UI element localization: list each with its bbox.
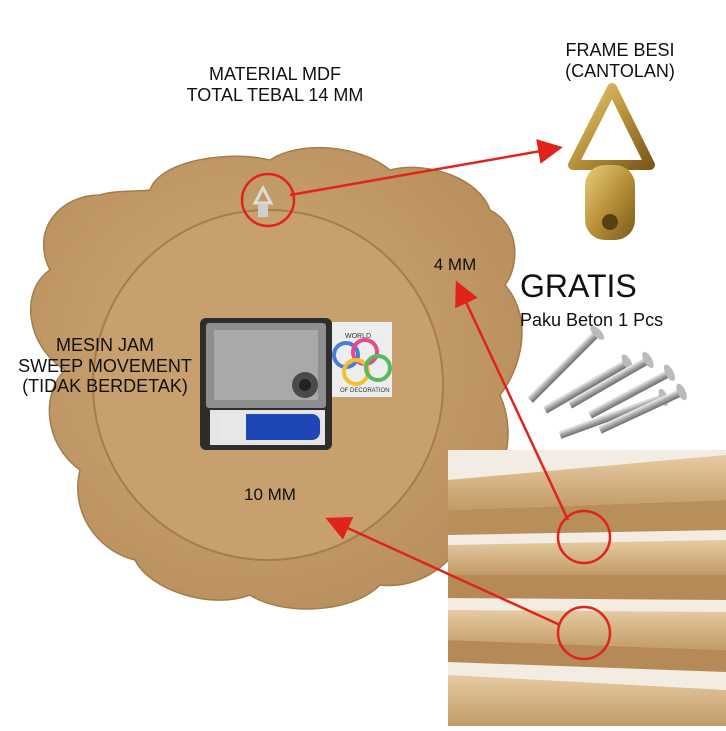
clock-hanger (252, 184, 274, 217)
logo-text-top: WORLD (345, 333, 371, 340)
mesin-line-2: SWEEP MOVEMENT (18, 355, 192, 376)
back-thickness-label: 4 MM (433, 255, 477, 274)
clock-movement (200, 318, 332, 450)
frame-label: FRAME BESI (CANTOLAN) (520, 40, 720, 81)
brand-logo-sticker: WORLD OF DECORATION (332, 322, 392, 397)
material-line-1: MATERIAL MDF (208, 64, 341, 84)
front-thickness-label: 10 MM (244, 485, 296, 504)
movement-label: MESIN JAM SWEEP MOVEMENT (TIDAK BERDETAK… (0, 335, 210, 397)
nail-bonus-label: Paku Beton 1 Pcs (520, 310, 664, 330)
gratis-heading: GRATIS (520, 268, 637, 304)
mesin-line-3: (TIDAK BERDETAK) (22, 376, 188, 397)
concrete-nails-image (527, 325, 687, 439)
frame-hook-image (568, 83, 655, 240)
mesin-line-1: MESIN JAM (55, 335, 154, 355)
logo-text-bottom: OF DECORATION (340, 388, 390, 394)
material-label: MATERIAL MDF TOTAL TEBAL 14 MM (150, 64, 400, 105)
frame-line-2: (CANTOLAN) (565, 60, 675, 81)
material-line-2: TOTAL TEBAL 14 MM (186, 84, 364, 105)
mdf-boards-photo (448, 450, 726, 726)
frame-line-1: FRAME BESI (565, 40, 675, 60)
annotation-marks (240, 139, 612, 661)
